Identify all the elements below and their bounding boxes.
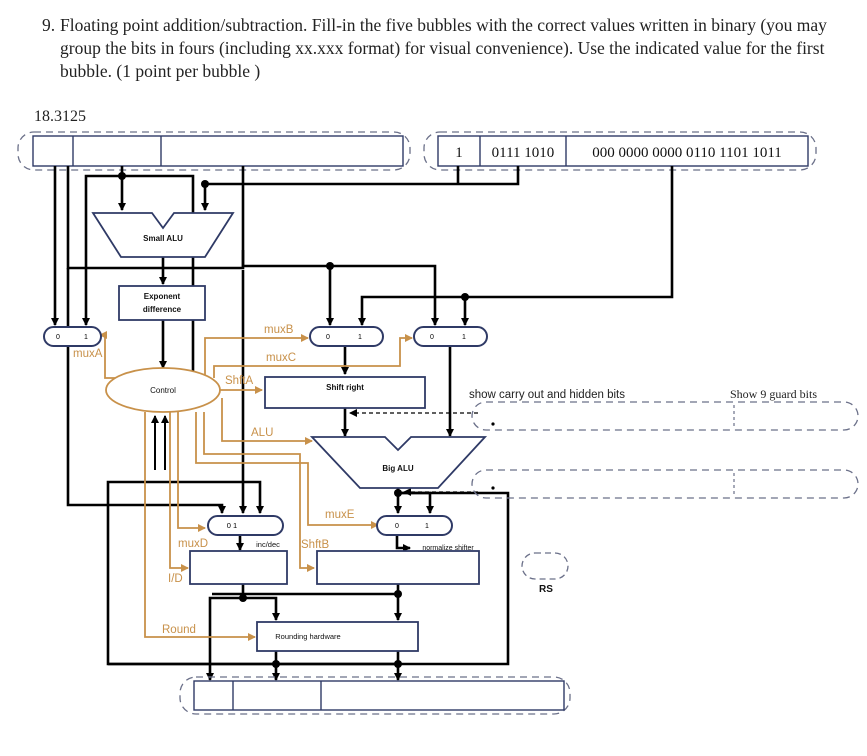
normalize-shifter: normalize shifter [316, 545, 480, 585]
shift-right: Shift right [264, 376, 426, 409]
mux-a-input-0: 0 [56, 334, 60, 341]
first-operand-bubble[interactable] [17, 131, 411, 171]
question-text: 9. Floating point addition/subtraction. … [42, 14, 842, 83]
shift-right-label: Shift right [326, 383, 364, 392]
signal-alu: ALU [251, 427, 273, 439]
normalize-shifter-label: normalize shifter [422, 545, 474, 552]
exponent-difference-label-2: difference [143, 305, 182, 314]
signal-shftA: ShftA [225, 375, 253, 387]
mux-d-inputs: 0 1 [227, 521, 237, 530]
junction-dots [118, 172, 469, 668]
dashed-arrows [349, 409, 478, 496]
status-wires [151, 415, 169, 470]
big-alu-label: Big ALU [382, 464, 413, 473]
inc-dec-unit: inc/dec [189, 540, 288, 585]
signal-round: Round [162, 624, 196, 636]
data-wires [51, 166, 674, 681]
rs-bubble[interactable]: RS [521, 552, 569, 595]
mux-d: 0 1 [207, 515, 284, 536]
small-alu: Small ALU [91, 212, 235, 258]
carry-hidden-bits-bubble[interactable] [471, 401, 859, 431]
mux-c-input-0: 0 [430, 334, 434, 341]
signal-muxD: muxD [178, 538, 208, 550]
signal-muxB: muxB [264, 324, 294, 336]
mux-e-input-1: 1 [425, 523, 429, 530]
mux-b-input-1: 1 [358, 334, 362, 341]
exponent-difference-label-1: Exponent [144, 292, 181, 301]
carry-hidden-note: show carry out and hidden bits [469, 389, 625, 401]
signal-id: I/D [168, 573, 183, 585]
fraction-bits: 000 0000 0000 0110 1101 1011 [592, 145, 782, 161]
signal-muxE: muxE [325, 509, 355, 521]
inc-dec-label: inc/dec [256, 540, 280, 549]
sign-bit: 1 [455, 145, 463, 161]
big-alu: Big ALU [309, 436, 488, 489]
signal-muxA: muxA [73, 348, 103, 360]
guard-bits-note: Show 9 guard bits [730, 387, 817, 401]
result-bubble[interactable] [179, 676, 571, 715]
control-wires [99, 331, 413, 641]
mux-a: 0 1 [43, 326, 102, 347]
question-body: Floating point addition/subtraction. Fil… [60, 15, 827, 81]
rounding-hardware-label: Rounding hardware [275, 632, 340, 641]
exponent-difference: Exponent difference [118, 285, 206, 321]
mux-c-input-1: 1 [462, 334, 466, 341]
signal-muxC: muxC [266, 352, 296, 364]
mux-b-input-0: 0 [326, 334, 330, 341]
control-label: Control [150, 386, 176, 395]
small-alu-label: Small ALU [143, 234, 183, 243]
mux-e: 0 1 [376, 515, 453, 536]
mux-e-input-0: 0 [395, 523, 399, 530]
exponent-bits: 0111 1010 [492, 145, 555, 161]
signal-shftB: ShftB [301, 539, 329, 551]
mux-b: 0 1 [309, 326, 384, 347]
first-value-label: 18.3125 [34, 108, 86, 125]
control-unit: Control [105, 367, 221, 413]
question-number: 9. [42, 15, 56, 35]
mux-c: 0 1 [413, 326, 488, 347]
mux-a-input-1: 1 [84, 334, 88, 341]
rounding-hardware: Rounding hardware [256, 621, 419, 652]
signal-labels: muxA muxB muxC ShftA ALU muxD muxE ShftB… [73, 324, 355, 636]
rs-label: RS [539, 584, 553, 595]
big-alu-result-bubble[interactable] [471, 469, 859, 499]
second-operand-bubble[interactable]: 1 0111 1010 000 0000 0000 0110 1101 1011 [423, 131, 817, 171]
